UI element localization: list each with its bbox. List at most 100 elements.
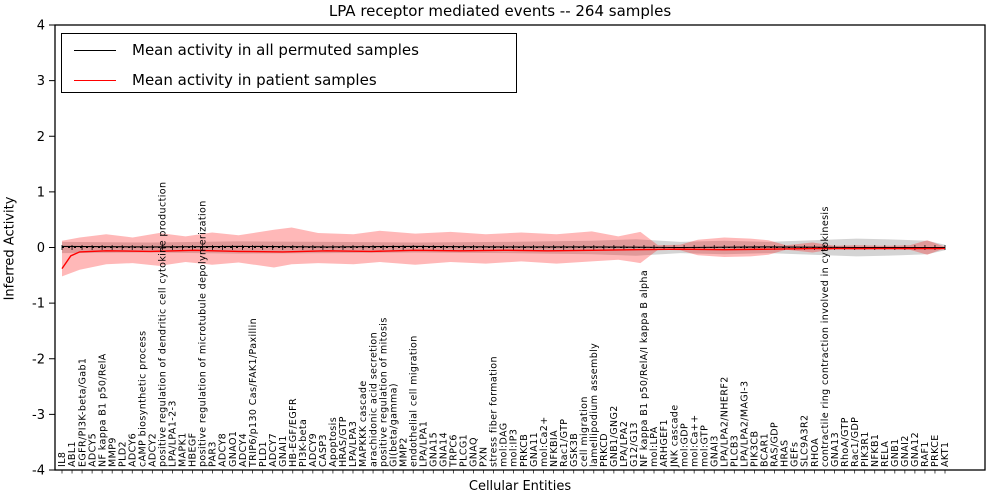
x-tick-label: GNAQ [469, 437, 480, 467]
patient-std-band [62, 227, 945, 277]
x-tick-label: MMP9 [107, 437, 118, 467]
x-tick-label: GNAO1 [228, 431, 239, 467]
x-tick-label: PLD1 [258, 441, 269, 467]
y-tick-label: -1 [32, 297, 45, 312]
x-tick-label: RHOA [810, 438, 821, 467]
x-tick-label: MAPKKK cascade [358, 380, 369, 467]
y-tick-label: -2 [32, 352, 45, 367]
y-tick-label: 3 [37, 74, 45, 89]
x-tick-label: Rac1/GTP [559, 419, 570, 467]
y-tick-label: 2 [37, 130, 45, 145]
x-tick-label: LPA/LPA1-2-3 [168, 400, 179, 467]
x-tick-label: ADCY7 [268, 433, 279, 467]
x-tick-label: MAPK1 [178, 432, 189, 467]
legend-entry-permuted: Mean activity in all permuted samples [62, 36, 516, 64]
x-tick-label: LPA/LPA2/MAGI-3 [740, 381, 751, 467]
x-tick-label: ABL1 [67, 441, 78, 467]
x-tick-label: CASP3 [318, 434, 329, 467]
x-tick-label: ADCY8 [218, 433, 229, 467]
x-tick-label: lamellipodium assembly [589, 343, 600, 467]
x-tick-label: PAR3 [208, 441, 219, 467]
x-tick-label: positive regulation of dendritic cell cy… [158, 182, 169, 467]
x-tick-label: GNAI2 [900, 435, 911, 467]
x-tick-label: mol:LPA [649, 426, 660, 467]
x-tick-label: ARHGEF1 [659, 419, 670, 467]
x-tick-label: HRAS/GTP [338, 416, 349, 467]
x-tick-label: GNAI3 [709, 435, 720, 467]
x-tick-label: GNB1 [890, 438, 901, 467]
x-tick-label: PXN [479, 446, 490, 467]
y-tick-label: 4 [37, 19, 45, 34]
x-tick-label: TRIP6/p130 Cas/FAK1/Paxillin [248, 318, 259, 468]
x-tick-label: mol:GDP [679, 423, 690, 467]
x-tick-label: RAF1 [920, 441, 931, 467]
x-tick-label: ADCY6 [127, 433, 138, 467]
x-tick-label: PRKCE [930, 434, 941, 467]
x-axis-label: Cellular Entities [468, 479, 572, 494]
x-tick-label: GSK3B [569, 433, 580, 467]
x-tick-label: JNK cascade [669, 405, 680, 468]
x-tick-label: BCAR1 [760, 433, 771, 467]
x-tick-label: GNAI1 [278, 435, 289, 467]
x-tick-label: RhoA/GTP [840, 417, 851, 467]
legend: Mean activity in all permuted samples Me… [61, 33, 517, 93]
x-tick-label: RAS/GDP [770, 422, 781, 467]
x-tick-label: GNA14 [439, 432, 450, 467]
x-tick-label: TRPC6 [449, 434, 460, 468]
x-tick-label: NFKBIA [549, 430, 560, 467]
legend-label-patient: Mean activity in patient samples [132, 71, 377, 89]
x-tick-label: GEFs [790, 442, 801, 467]
patient-line-swatch [74, 79, 116, 81]
x-tick-label: HRAS [780, 440, 791, 468]
x-tick-label: positive regulation of microtubule depol… [198, 200, 209, 467]
permuted-mean-line [61, 245, 945, 249]
x-tick-label: PIK3R1 [860, 431, 871, 467]
x-tick-label: GI(beta/gamma) [388, 383, 399, 467]
x-tick-label: arachidonic acid secretion [368, 332, 379, 467]
x-tick-label: GNA11 [529, 432, 540, 467]
x-tick-label: PLCB3 [730, 435, 741, 467]
legend-entry-patient: Mean activity in patient samples [62, 66, 516, 94]
patient-mean-line [61, 247, 945, 269]
y-axis-label: Inferred Activity [2, 196, 18, 301]
x-tick-label: ADCY9 [308, 433, 319, 467]
x-tick-label: mol:Ca2+ [539, 416, 550, 467]
x-tick-label: GNA13 [830, 432, 841, 467]
x-tick-label: LPA/LPA2/NHERF2 [720, 376, 731, 467]
x-tick-label: cell migration [579, 396, 590, 467]
x-tick-label: PLCG1 [459, 434, 470, 467]
x-tick-label: GNB1/GNG2 [609, 405, 620, 467]
y-tick-label: 1 [37, 185, 45, 200]
x-tick-label: PI3K-beta [298, 419, 309, 467]
chart-title: LPA receptor mediated events -- 264 samp… [328, 2, 672, 20]
x-tick-label: mol:DAG [499, 422, 510, 467]
permuted-line-swatch [74, 49, 116, 51]
x-tick-label: AKT1 [940, 442, 951, 467]
x-tick-label: mol:Ca++ [689, 415, 700, 467]
x-tick-label: HBEGF [188, 433, 199, 468]
x-tick-label: mol:GTP [699, 425, 710, 467]
x-tick-label: positive regulation of mitosis [378, 317, 389, 467]
x-tick-label: PLD2 [117, 441, 128, 467]
x-tick-label: LPA/LPA1 [418, 421, 429, 467]
x-tick-label: contractile ring contraction involved in… [820, 206, 831, 467]
x-tick-label: NF kappa B1 p50/RelA/I kappa B alpha [639, 270, 650, 467]
x-tick-label: ADCY2 [148, 433, 159, 467]
x-tick-label: HB-EGF/EGFR [288, 398, 299, 467]
x-tick-label: PIK3CB [750, 431, 761, 467]
x-tick-label: LPA/LPA3 [348, 421, 359, 467]
x-tick-label: EGFR/PI3K-beta/Gab1 [77, 358, 88, 467]
x-tick-label: GNA15 [429, 432, 440, 467]
x-tick-label: Rac1/GDP [850, 417, 861, 467]
x-tick-label: stress fiber formation [489, 356, 500, 467]
y-tick-label: -4 [32, 464, 45, 479]
x-tick-label: ADCY5 [87, 433, 98, 467]
x-tick-label: RELA [880, 441, 891, 467]
x-tick-label: endothelial cell migration [408, 335, 419, 467]
x-tick-label: Apoptosis [328, 417, 339, 467]
x-tick-label: mol:IP3 [509, 429, 520, 467]
x-tick-label: NFKB1 [870, 434, 881, 467]
legend-label-permuted: Mean activity in all permuted samples [132, 41, 419, 59]
